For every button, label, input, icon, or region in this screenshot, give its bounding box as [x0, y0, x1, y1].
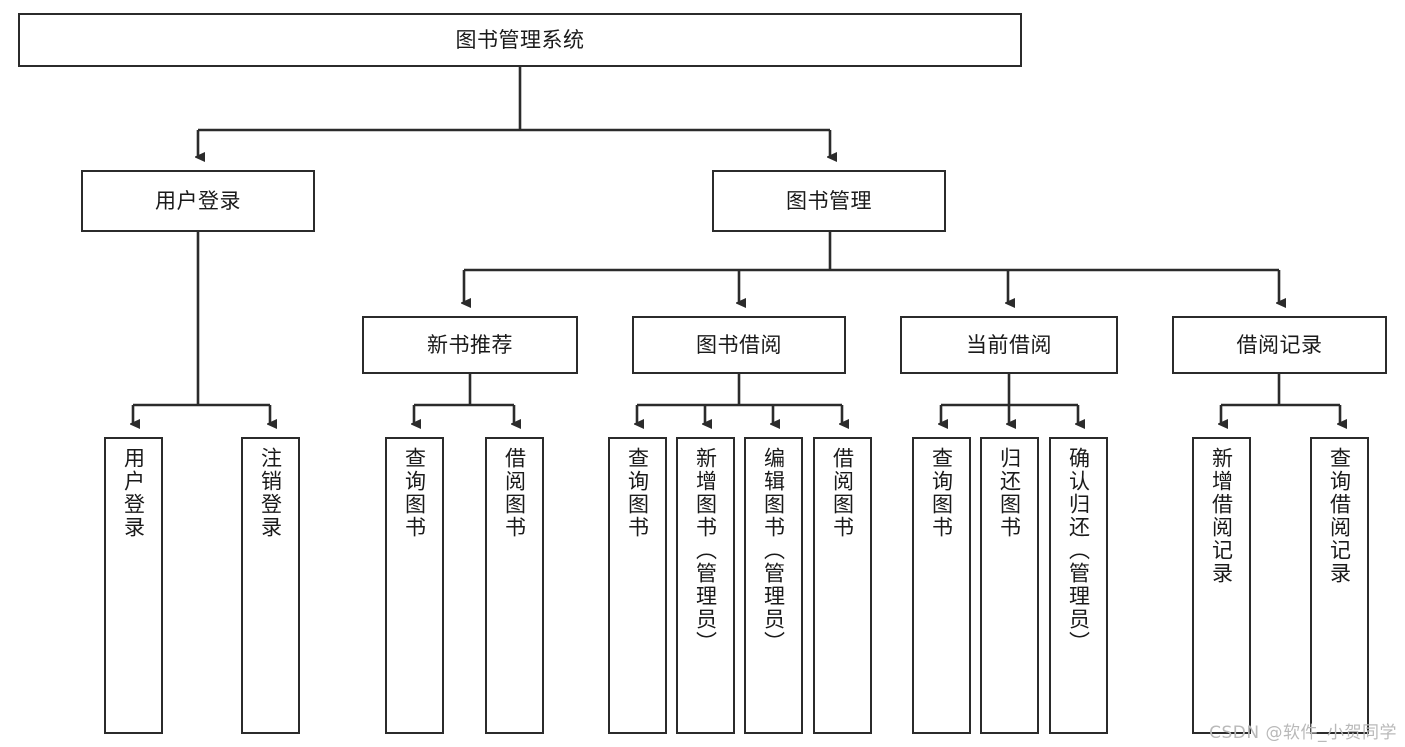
node-book-borrow-label: 图书借阅 — [696, 332, 782, 357]
node-new-book-recommend[interactable]: 新书推荐 — [362, 316, 578, 374]
node-borrow-record[interactable]: 借阅记录 — [1172, 316, 1387, 374]
node-root-system[interactable]: 图书管理系统 — [18, 13, 1022, 67]
leaf-user-login-logout[interactable]: 注销登录 — [241, 437, 300, 734]
leaf-new-book-borrow-label: 借阅图书 — [502, 447, 527, 539]
leaf-user-login-logout-label: 注销登录 — [258, 447, 283, 539]
leaf-user-login-login[interactable]: 用户登录 — [104, 437, 163, 734]
leaf-current-return-book[interactable]: 归还图书 — [980, 437, 1039, 734]
node-borrow-record-label: 借阅记录 — [1236, 332, 1323, 357]
csdn-watermark: CSDN @软件_小贺同学 — [1209, 723, 1397, 743]
leaf-borrow-add-book-admin-label: 新增图书（管理员） — [693, 447, 718, 654]
leaf-borrow-borrow-book-label: 借阅图书 — [830, 447, 855, 539]
node-user-login[interactable]: 用户登录 — [81, 170, 315, 232]
leaf-record-query-record[interactable]: 查询借阅记录 — [1310, 437, 1369, 734]
leaf-current-confirm-return-admin[interactable]: 确认归还（管理员） — [1049, 437, 1108, 734]
node-user-login-label: 用户登录 — [155, 188, 241, 213]
leaf-borrow-edit-book-admin-label: 编辑图书（管理员） — [761, 447, 786, 654]
node-current-borrow[interactable]: 当前借阅 — [900, 316, 1118, 374]
leaf-record-add-record[interactable]: 新增借阅记录 — [1192, 437, 1251, 734]
node-book-management-label: 图书管理 — [786, 188, 872, 213]
leaf-borrow-edit-book-admin[interactable]: 编辑图书（管理员） — [744, 437, 803, 734]
leaf-user-login-login-label: 用户登录 — [121, 447, 146, 539]
leaf-borrow-query-book-label: 查询图书 — [625, 447, 650, 539]
leaf-current-return-book-label: 归还图书 — [997, 447, 1022, 539]
leaf-borrow-add-book-admin[interactable]: 新增图书（管理员） — [676, 437, 735, 734]
leaf-new-book-query[interactable]: 查询图书 — [385, 437, 444, 734]
node-current-borrow-label: 当前借阅 — [966, 332, 1052, 357]
leaf-borrow-borrow-book[interactable]: 借阅图书 — [813, 437, 872, 734]
leaf-borrow-query-book[interactable]: 查询图书 — [608, 437, 667, 734]
leaf-current-query-book[interactable]: 查询图书 — [912, 437, 971, 734]
node-new-book-recommend-label: 新书推荐 — [427, 332, 513, 357]
node-root-system-label: 图书管理系统 — [455, 27, 585, 52]
leaf-new-book-borrow[interactable]: 借阅图书 — [485, 437, 544, 734]
node-book-borrow[interactable]: 图书借阅 — [632, 316, 846, 374]
leaf-record-add-record-label: 新增借阅记录 — [1209, 447, 1234, 585]
leaf-record-query-record-label: 查询借阅记录 — [1327, 447, 1352, 585]
leaf-current-query-book-label: 查询图书 — [929, 447, 954, 539]
leaf-new-book-query-label: 查询图书 — [402, 447, 427, 539]
node-book-management[interactable]: 图书管理 — [712, 170, 946, 232]
leaf-current-confirm-return-admin-label: 确认归还（管理员） — [1066, 447, 1091, 654]
